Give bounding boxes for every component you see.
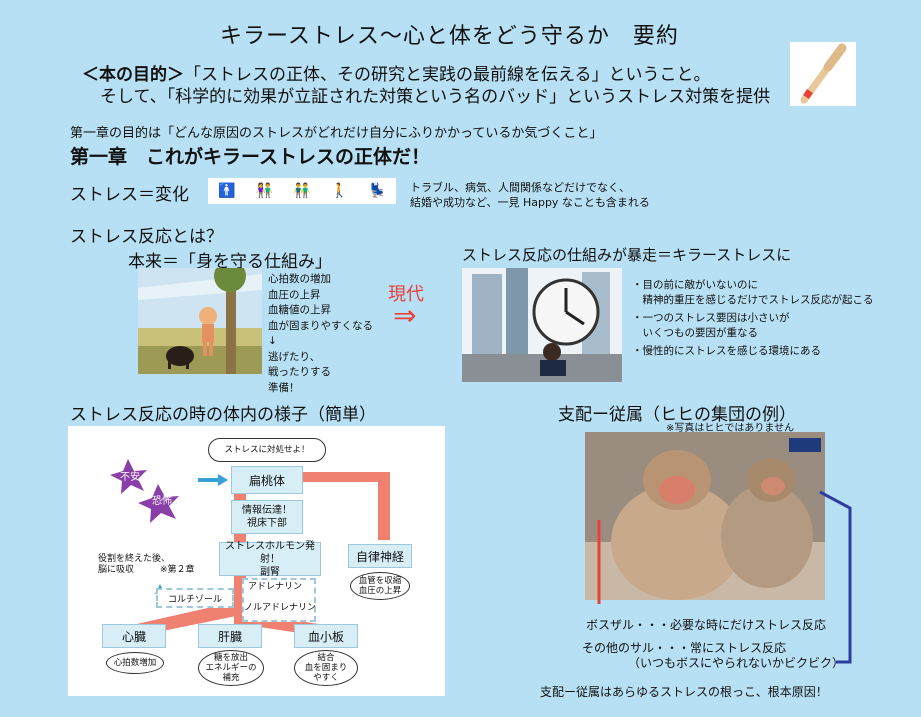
fear-label: 恐怖 xyxy=(152,496,172,507)
chapter1-purpose: 第一章の目的は「どんな原因のストレスがどれだけ自分にふりかかっているか気づくこと… xyxy=(70,126,603,141)
purpose-text-1: 「ストレスの正体、その研究と実践の最前線を伝える」ということ。 xyxy=(184,65,711,85)
primitive-scene-illustration xyxy=(138,260,262,374)
effect-arrow: ↓ xyxy=(268,335,277,347)
modern-stress-illustration xyxy=(462,268,622,382)
wedding-icon: 👫 xyxy=(255,183,274,199)
runaway-bullets: ・目の前に敵がいないのに 精神的重圧を感じるだけでストレス反応が起こる ・一つの… xyxy=(632,278,874,359)
couple-icon: 👬 xyxy=(293,183,311,199)
autonomic-nerve-node: 自律神経 xyxy=(348,544,412,568)
platelet-note-2: 血を固まり xyxy=(304,663,348,673)
effect-fight: 戦ったりする xyxy=(268,366,331,378)
bullet-3: ・慢性的にストレスを感じる環境にある xyxy=(632,345,821,357)
body-section-title: ストレス反応の時の体内の様子（簡単） xyxy=(70,405,376,425)
purpose-label: ＜本の目的＞ xyxy=(82,65,184,85)
bullet-2-cont: いくつもの要因が重なる xyxy=(632,326,758,339)
hypothalamus-node: 情報伝達！ 視床下部 xyxy=(231,500,303,534)
role-note: 役割を終えた後、 脳に吸収 xyxy=(98,554,170,576)
page-title: キラーストレス〜心と体をどう守るか 要約 xyxy=(220,24,679,49)
vessel-note-2: 血圧の上昇 xyxy=(358,586,402,596)
liver-note-3: 補充 xyxy=(222,673,240,683)
life-event-icons: 🚹 👫 👬 🚶 💺 xyxy=(208,178,396,204)
response-effects-list: 心拍数の増加 血圧の上昇 血糖値の上昇 血が固まりやすくなる ↓ 逃げたり、 戦… xyxy=(268,272,373,396)
platelet-node: 血小板 xyxy=(294,624,358,648)
bullet-2: ・一つのストレス要因は小さいが xyxy=(632,312,790,324)
baseball-bat-icon xyxy=(790,42,856,106)
effect-clotting: 血が固まりやすくなる xyxy=(268,319,373,332)
liver-note: 糖を放出 エネルギーの 補充 xyxy=(198,650,264,686)
bullet-1-cont: 精神的重圧を感じるだけでストレス反応が起こる xyxy=(632,293,874,306)
vessel-note: 血管を収縮 血圧の上昇 xyxy=(350,572,410,600)
right-double-arrow-icon: ⇒ xyxy=(393,299,417,332)
heart-note: 心拍数増加 xyxy=(106,652,164,674)
liver-note-2: エネルギーの xyxy=(205,663,257,673)
photo-note: ※写真はヒヒではありません xyxy=(666,423,795,434)
purpose-line-2: そして、「科学的に効果が立証された対策という名のバッド」というストレス対策を提供 xyxy=(100,87,771,107)
stress-change-note-2: 結婚や成功など、一見 Happy なことも含まれる xyxy=(410,196,650,209)
effect-ready: 準備！ xyxy=(268,381,300,394)
hormone-release-text: ストレスホルモン発射！ xyxy=(225,540,315,565)
stress-change-note-1: トラブル、病気、人間関係などだけでなく、 xyxy=(410,181,630,194)
chapter1-title: 第一章 これがキラーストレスの正体だ！ xyxy=(70,146,431,168)
adrenal-node: ストレスホルモン発射！ 副腎 xyxy=(219,540,321,578)
other-monkeys-note-1: その他のサル・・・常にストレス反応 xyxy=(582,641,787,655)
platelet-note-1: 結合 xyxy=(317,653,335,663)
stress-change-label: ストレス＝変化 xyxy=(70,185,189,205)
platelet-note-3: やすく xyxy=(313,673,339,683)
stress-body-diagram: ストレスに対処せよ！ 不安 恐怖 扁桃体 情報伝達！ 視床下部 ストレスホルモン… xyxy=(68,426,445,696)
effect-blood-pressure: 血圧の上昇 xyxy=(268,288,321,301)
role-chapter-ref: ※第２章 xyxy=(160,565,195,575)
runaway-heading: ストレス反応の仕組みが暴走＝キラーストレスに xyxy=(462,246,792,264)
liver-node: 肝臓 xyxy=(198,624,262,648)
heart-node: 心臓 xyxy=(102,624,166,648)
person-icon: 🚹 xyxy=(218,183,236,199)
noradrenaline-label: ノルアドレナリン xyxy=(244,603,317,613)
role-note-1: 役割を終えた後、 xyxy=(98,554,171,564)
info-relay-text: 情報伝達！ xyxy=(242,505,292,516)
adrenaline-label: アドレナリン xyxy=(248,582,303,592)
role-note-2: 脳に吸収 xyxy=(98,565,135,575)
modern-label: 現代 xyxy=(388,284,424,305)
hierarchy-conclusion: 支配ー従属はあらゆるストレスの根っこ、根本原因！ xyxy=(540,685,828,699)
effect-flee: 逃げたり、 xyxy=(268,350,321,363)
speech-bubble: ストレスに対処せよ！ xyxy=(208,438,326,462)
hierarchy-title: 支配ー従属（ヒヒの集団の例） xyxy=(558,405,796,425)
desk-work-icon: 💺 xyxy=(368,183,386,199)
cortisol-node: コルチゾール xyxy=(156,588,234,608)
other-monkeys-note: その他のサル・・・常にストレス反応 （いつもボスにやられないかビクビク） xyxy=(582,641,844,671)
response-question: ストレス反応とは？ xyxy=(70,227,223,247)
original-mechanism-label: 本来＝「身を守る仕組み」 xyxy=(128,252,332,272)
stress-change-note: トラブル、病気、人間関係などだけでなく、 結婚や成功など、一見 Happy なこ… xyxy=(410,180,650,210)
other-monkeys-note-2: （いつもボスにやられないかビクビク） xyxy=(628,656,845,670)
moving-icon: 🚶 xyxy=(330,183,349,199)
adrenal-text: 副腎 xyxy=(260,566,280,578)
purpose-line-1: ＜本の目的＞「ストレスの正体、その研究と実践の最前線を伝える」ということ。 xyxy=(82,60,711,85)
effect-heart-rate: 心拍数の増加 xyxy=(268,273,331,285)
vessel-note-1: 血管を収縮 xyxy=(358,576,402,586)
effect-blood-sugar: 血糖値の上昇 xyxy=(268,304,331,316)
liver-note-1: 糖を放出 xyxy=(213,653,248,663)
bullet-1: ・目の前に敵がいないのに xyxy=(632,279,758,291)
hormone-group xyxy=(242,578,316,622)
amygdala-node: 扁桃体 xyxy=(231,466,303,494)
boss-monkey-note: ボスザル・・・必要な時にだけストレス反応 xyxy=(586,618,827,632)
hypothalamus-text: 視床下部 xyxy=(247,518,287,529)
monkey-photo xyxy=(585,432,825,600)
anxiety-label: 不安 xyxy=(120,472,140,483)
platelet-note: 結合 血を固まり やすく xyxy=(294,650,358,686)
